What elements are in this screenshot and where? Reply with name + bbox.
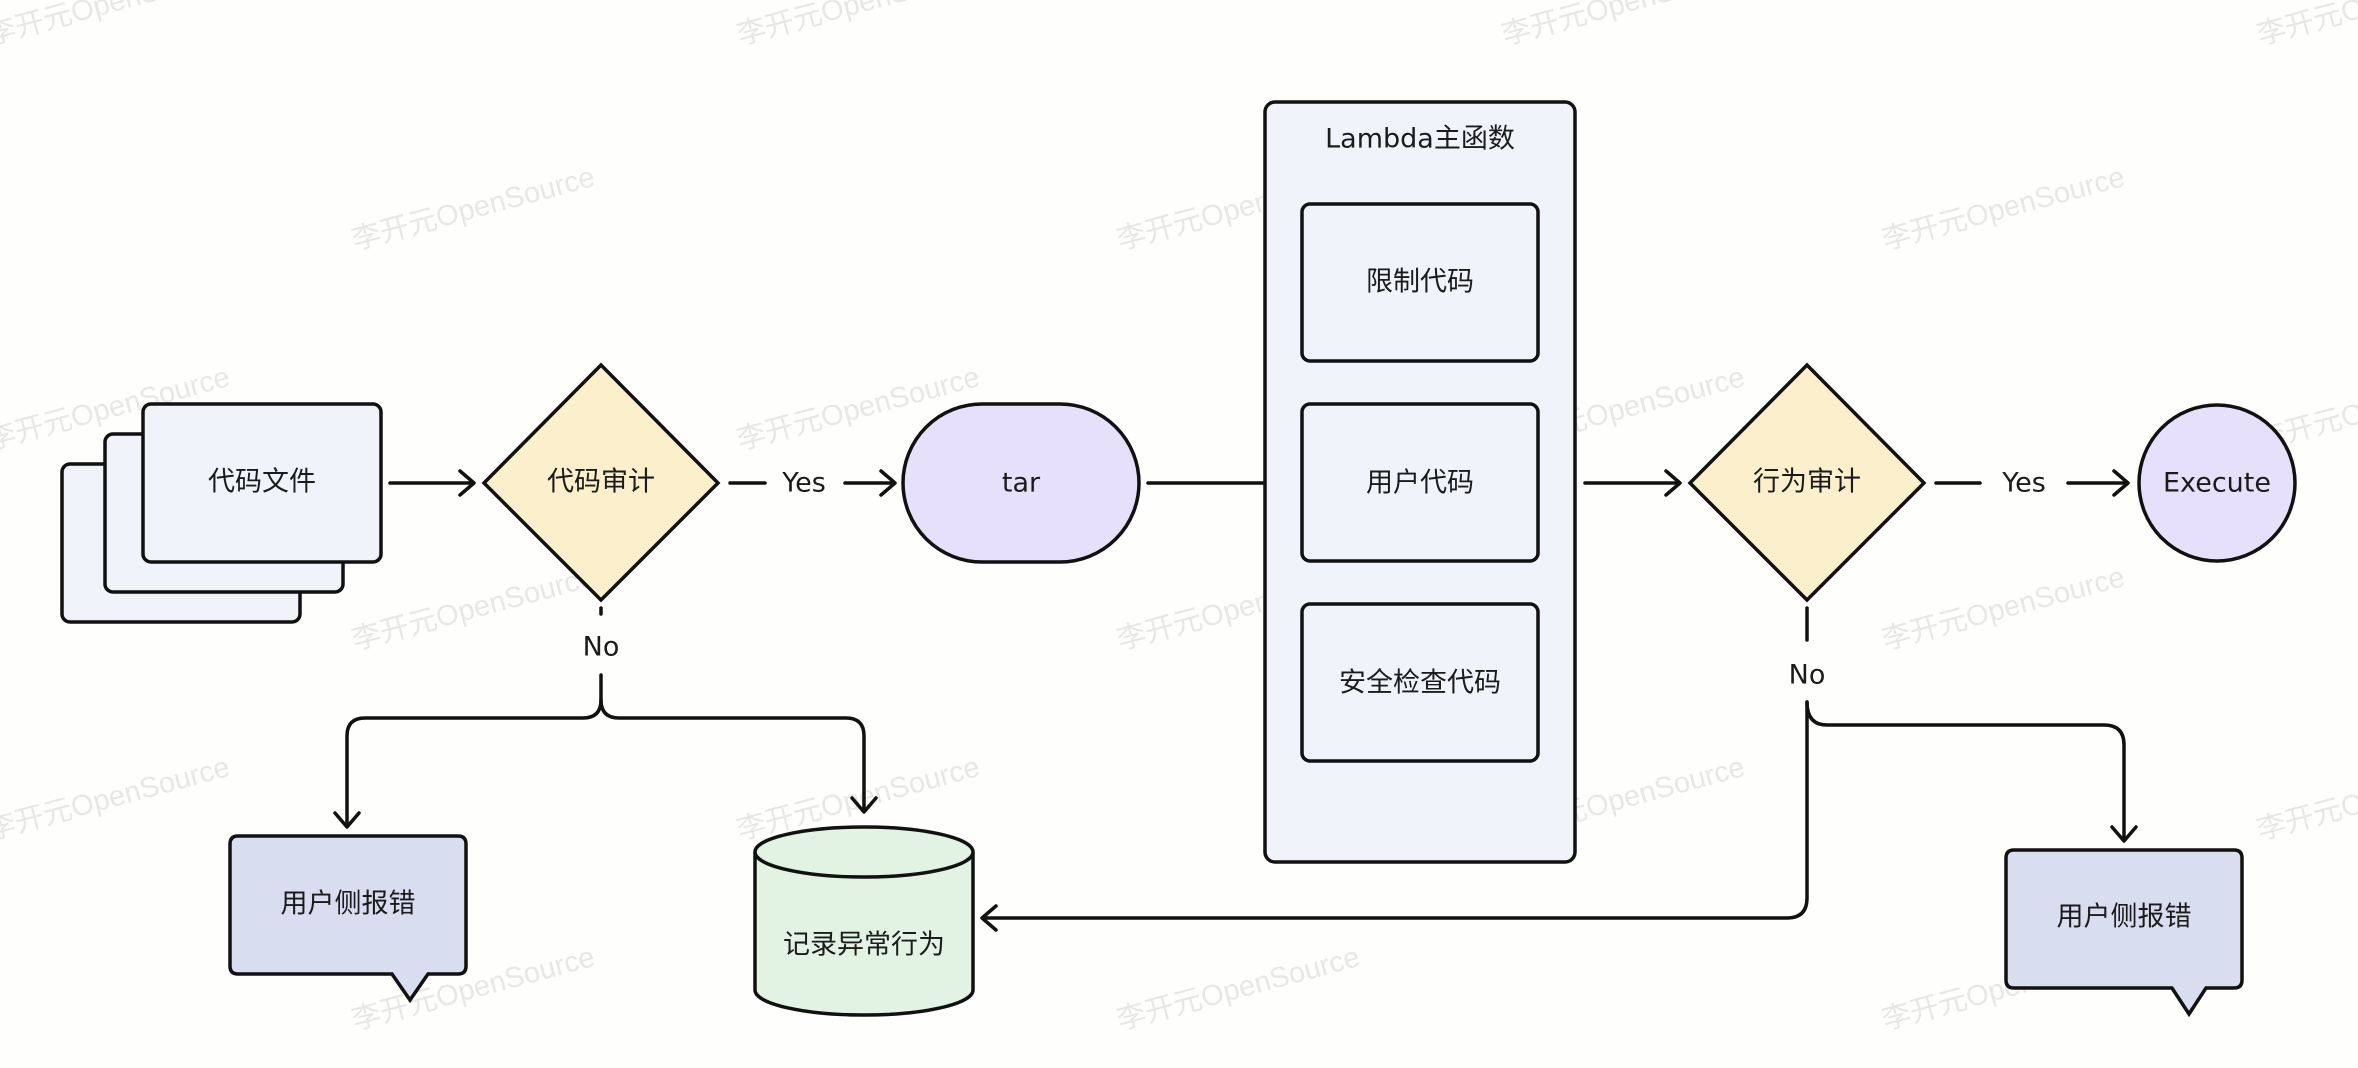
record-abnormal-node[interactable]: 记录异常行为 (753, 825, 975, 1017)
execute-label: Execute (2163, 468, 2271, 499)
edge-label-yes-1: Yes (781, 468, 826, 499)
tar-label: tar (1002, 468, 1041, 499)
arrowhead-behavior-to-execute (2112, 469, 2130, 497)
code-files-front-page (141, 402, 383, 564)
edge-behavior-no-to-user-error (1805, 700, 2126, 840)
edge-behavior-no-to-record (982, 700, 1809, 920)
code-audit-decision[interactable]: 代码审计 (481, 362, 721, 603)
watermark-text: 李开元OpenSource (0, 750, 233, 847)
arrowhead-audit-to-tar (879, 469, 897, 497)
code-audit-label: 代码审计 (547, 467, 655, 498)
security-check-box (1300, 602, 1540, 763)
execute-node[interactable]: Execute (2137, 403, 2297, 563)
edge-label-no-2: No (1789, 660, 1826, 691)
user-code-label: 用户代码 (1366, 468, 1474, 499)
watermark-text: 李开元OpenSource (1878, 160, 2128, 257)
execute-circle (2137, 403, 2297, 563)
watermark-text: 李开元OpenSource (2253, 750, 2358, 847)
watermark-text: 李开元OpenSource (348, 560, 598, 657)
watermark-text: 李开元OpenSource (733, 0, 983, 52)
watermark-text: 李开元OpenSource (1113, 940, 1363, 1037)
behavior-audit-label: 行为审计 (1753, 467, 1861, 498)
record-abnormal-label: 记录异常行为 (783, 930, 945, 961)
user-error-left-node[interactable]: 用户侧报错 (228, 834, 468, 1004)
record-abnormal-cylinder (753, 852, 975, 1017)
record-abnormal-cylinder-top (753, 825, 975, 879)
arrowhead-lambda-to-behavior (1664, 469, 1682, 497)
user-error-right-callout (2004, 848, 2244, 1018)
watermark-text: 李开元OpenSource (348, 160, 598, 257)
edge-label-yes-2: Yes (2001, 468, 2046, 499)
security-check-node[interactable]: 安全检查代码 (1300, 602, 1540, 763)
watermark-text: 李开元OpenSource (1498, 0, 1748, 52)
code-files-label: 代码文件 (208, 467, 316, 498)
lambda-main-container[interactable]: Lambda主函数 限制代码 用户代码 安全检查代码 (1263, 100, 1577, 864)
watermark-text: 李开元OpenSource (1878, 560, 2128, 657)
user-code-node[interactable]: 用户代码 (1300, 402, 1540, 563)
user-code-box (1300, 402, 1540, 563)
tar-node[interactable]: tar (901, 402, 1141, 564)
security-check-label: 安全检查代码 (1339, 668, 1501, 699)
lambda-main-title: Lambda主函数 (1325, 124, 1515, 155)
code-audit-diamond (481, 362, 721, 603)
watermark-text: 李开元OpenSource (0, 0, 233, 52)
edge-audit-no-to-user-error (345, 673, 603, 826)
user-error-left-callout (228, 834, 468, 1004)
edge-label-no-1: No (583, 632, 620, 663)
arrowhead-audit-no-user-error (333, 811, 361, 829)
arrowhead-behavior-no-record (980, 904, 998, 932)
user-error-left-label: 用户侧报错 (281, 889, 416, 920)
arrowhead-audit-no-record (850, 796, 878, 814)
user-error-right-node[interactable]: 用户侧报错 (2004, 848, 2244, 1018)
behavior-audit-diamond (1687, 362, 1927, 603)
restrict-code-node[interactable]: 限制代码 (1300, 202, 1540, 363)
code-files-node[interactable]: 代码文件 (60, 402, 383, 624)
watermark-text: 李开元OpenSource (2253, 0, 2358, 52)
restrict-code-label: 限制代码 (1366, 267, 1474, 298)
arrowhead-behavior-no-user-error (2110, 825, 2138, 843)
behavior-audit-decision[interactable]: 行为审计 (1687, 362, 1927, 603)
edge-audit-no-to-record (599, 698, 866, 811)
restrict-code-box (1300, 202, 1540, 363)
tar-capsule (901, 402, 1141, 564)
arrowhead-files-to-audit (458, 469, 476, 497)
user-error-right-label: 用户侧报错 (2057, 902, 2192, 933)
